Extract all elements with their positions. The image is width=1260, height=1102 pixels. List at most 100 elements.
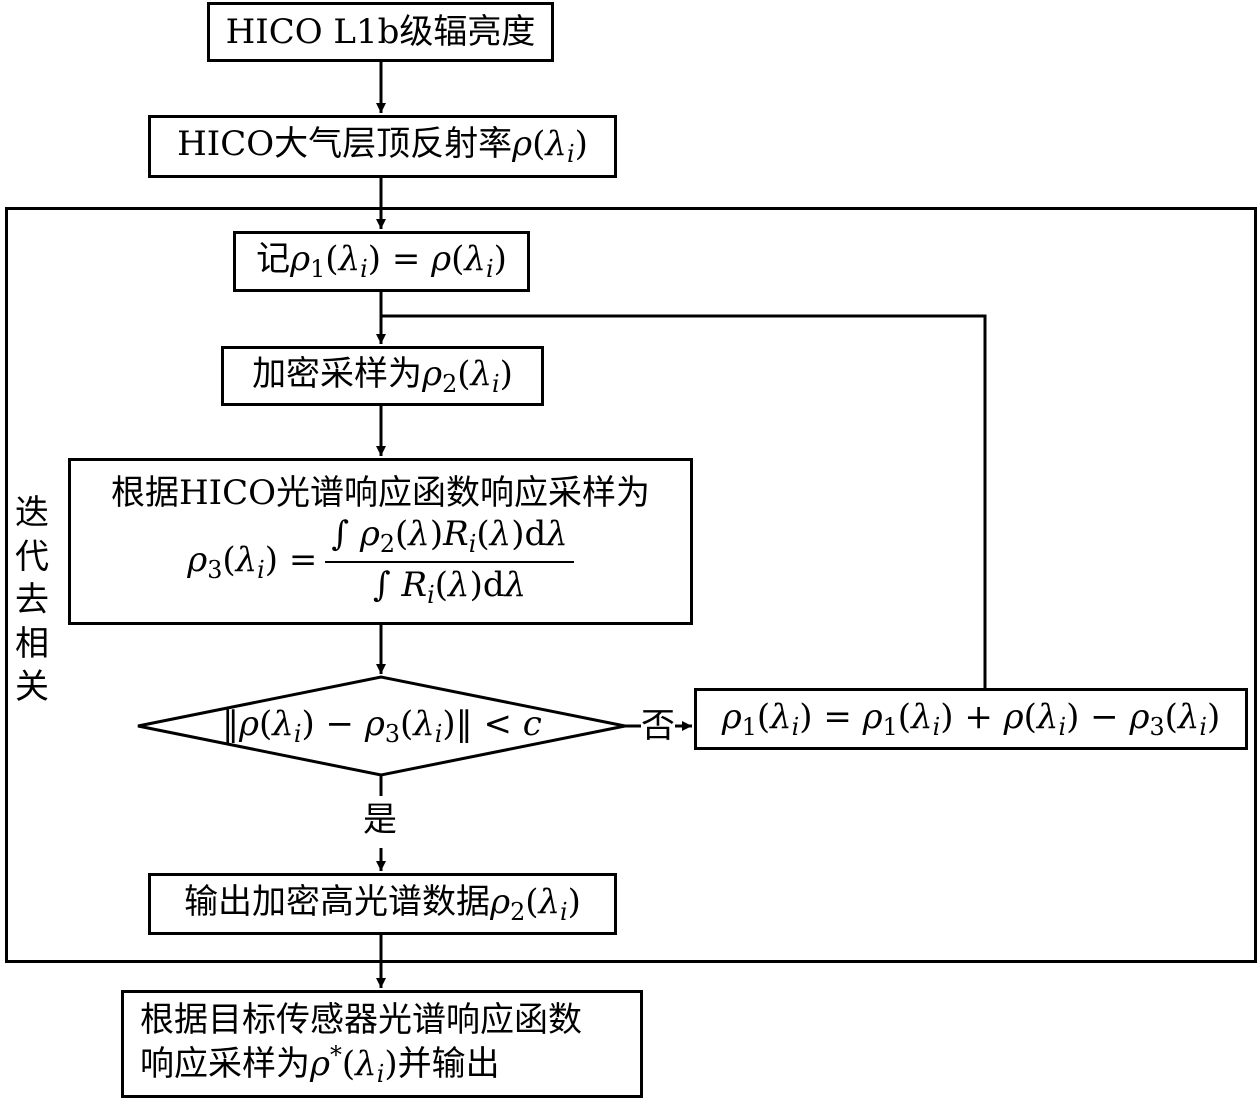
loop-label-char: 相	[15, 623, 49, 664]
math-segment: λ	[408, 514, 430, 555]
math-segment: HICO大气层顶反射率	[177, 124, 513, 165]
node-init-text: 记ρ1(λi) = ρ(λi)	[256, 239, 507, 284]
edge-label-no: 否	[641, 706, 675, 747]
math-segment: ρ	[862, 696, 883, 737]
math-segment: i	[293, 720, 302, 749]
math-segment: (	[451, 239, 465, 280]
decision-condition-text: ‖ρ(λi) − ρ3(λi)‖ < c	[222, 704, 542, 748]
math-segment: λ	[1036, 696, 1059, 737]
math-segment: 1	[741, 712, 757, 741]
math-segment: i	[468, 530, 477, 559]
math-segment: )	[384, 1043, 398, 1084]
resample-formula: ρ3(λi) = ∫ ρ2(λ)Ri(λ)dλ ∫ Ri(λ)dλ	[187, 514, 574, 609]
math-segment: ) −	[1066, 696, 1130, 737]
math-segment: ) =	[799, 696, 863, 737]
decision-condition: ‖ρ(λi) − ρ3(λi)‖ < c	[222, 704, 542, 749]
math-segment: ∫	[331, 514, 360, 555]
math-segment: ) −	[301, 704, 365, 744]
math-segment: )	[567, 881, 581, 922]
math-segment: (	[756, 696, 771, 737]
node-final-line2: 响应采样为ρ*(λi)并输出	[140, 1041, 500, 1089]
node-densify: 加密采样为ρ2(λi)	[221, 346, 544, 406]
node-densify-text: 加密采样为ρ2(λi)	[252, 354, 513, 399]
node-final: 根据目标传感器光谱响应函数 响应采样为ρ*(λi)并输出	[121, 990, 643, 1098]
math-segment: ) +	[940, 696, 1004, 737]
math-segment: 1	[882, 712, 898, 741]
math-segment: *	[330, 1040, 342, 1069]
math-segment: ρ	[422, 353, 443, 394]
math-segment: c	[522, 704, 542, 744]
math-segment: i	[257, 555, 265, 584]
math-segment: λ	[413, 704, 435, 744]
math-segment: )	[499, 353, 513, 394]
math-segment: λ	[911, 696, 933, 737]
math-segment: (	[476, 514, 490, 555]
math-segment: )	[493, 239, 507, 280]
math-segment: i	[1058, 712, 1067, 741]
math-segment: ρ	[512, 124, 533, 165]
math-segment: 并输出	[397, 1043, 500, 1084]
node-hico-resample: 根据HICO光谱响应函数响应采样为 ρ3(λi) = ∫ ρ2(λ)Ri(λ)d…	[68, 458, 693, 625]
math-segment: i	[434, 720, 443, 749]
math-segment: (	[395, 514, 409, 555]
iteration-loop-frame	[5, 207, 1257, 963]
math-segment: i	[1199, 712, 1208, 741]
math-segment: )d	[511, 514, 547, 555]
math-segment: i	[485, 255, 494, 284]
math-segment: R	[443, 514, 469, 555]
math-segment: ρ	[1129, 696, 1150, 737]
math-segment: λ	[538, 881, 561, 922]
math-segment: ρ	[431, 239, 452, 280]
math-segment: 2	[442, 369, 458, 398]
math-segment: ρ	[239, 704, 259, 744]
math-segment: 2	[379, 530, 396, 559]
math-segment: ρ	[490, 881, 511, 922]
math-segment: (	[525, 881, 539, 922]
formula-denominator: ∫ Ri(λ)dλ	[367, 563, 532, 610]
node-hico-resample-title: 根据HICO光谱响应函数响应采样为	[111, 473, 650, 514]
math-segment: 输出加密高光谱数据	[184, 881, 491, 922]
math-segment: (	[897, 696, 912, 737]
math-segment: λ	[272, 704, 294, 744]
math-segment: (	[341, 1043, 356, 1084]
math-segment: λ	[1177, 696, 1200, 737]
math-segment: λ	[546, 514, 568, 555]
math-segment: i	[791, 712, 800, 741]
math-segment: ρ	[290, 239, 311, 280]
math-segment: HICO L1b级辐亮度	[225, 11, 536, 52]
math-segment: λ	[504, 564, 527, 605]
node-radiance-text: HICO L1b级辐亮度	[226, 12, 536, 53]
math-segment: (	[457, 353, 471, 394]
feedback-loop-line	[381, 314, 987, 688]
math-segment: R	[401, 564, 428, 605]
math-segment: λ	[470, 353, 493, 394]
math-segment: 3	[1149, 712, 1165, 741]
math-segment: 3	[207, 555, 223, 584]
iteration-loop-label: 迭 代 去 相 关	[12, 492, 52, 710]
node-radiance: HICO L1b级辐亮度	[207, 2, 554, 62]
math-segment: λ	[545, 124, 567, 165]
loop-label-char: 关	[15, 667, 49, 708]
math-segment: (	[532, 124, 546, 165]
node-toa-reflectance-text: HICO大气层顶反射率ρ(λi)	[177, 124, 588, 169]
math-segment: )	[429, 514, 444, 555]
math-segment: (	[399, 704, 414, 744]
node-update-text: ρ1(λi) = ρ1(λi) + ρ(λi) − ρ3(λi)	[722, 697, 1221, 742]
math-segment: λ	[464, 239, 486, 280]
math-segment: λ	[338, 239, 361, 280]
math-segment: ρ	[187, 539, 208, 580]
math-segment: i	[360, 255, 368, 284]
loop-label-char: 代	[15, 536, 49, 577]
math-segment: ρ	[1003, 696, 1024, 737]
math-segment: i	[560, 897, 568, 926]
math-segment: ρ	[359, 514, 380, 555]
math-segment: )d	[469, 564, 505, 605]
math-segment: (	[222, 539, 236, 580]
math-segment: 3	[384, 720, 400, 749]
math-segment: i	[566, 140, 575, 169]
math-segment: ) =	[264, 539, 318, 580]
math-segment: λ	[355, 1043, 377, 1084]
math-segment: 响应采样为	[140, 1043, 310, 1084]
